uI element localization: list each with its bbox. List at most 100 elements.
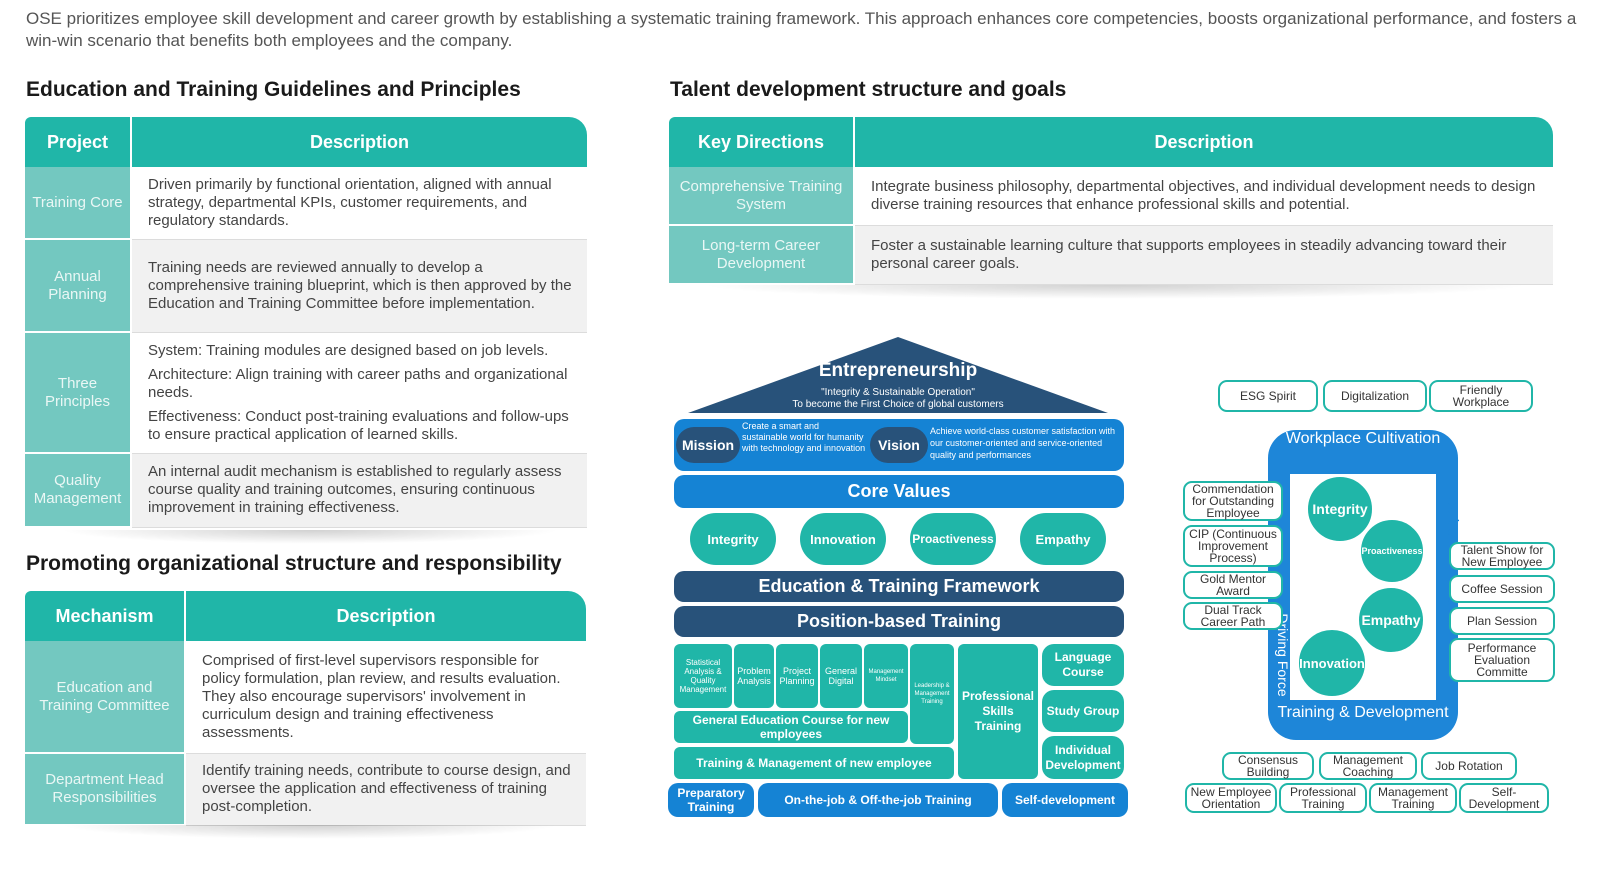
roof-subtitle: To become the First Choice of global cus… — [792, 399, 1004, 410]
right-box: Talent Show for New Employee — [1449, 542, 1555, 570]
table-header: Project — [25, 117, 132, 167]
right-box: Plan Session — [1449, 607, 1555, 635]
vision-label: Vision — [870, 427, 928, 463]
vision-text: Achieve world-class customer satisfactio… — [930, 426, 1116, 460]
left-box: Gold Mentor Award — [1183, 571, 1283, 599]
row-description: An internal audit mechanism is establish… — [131, 453, 587, 528]
module-language: Language Course — [1042, 644, 1124, 686]
value-innovation: Innovation — [800, 513, 886, 565]
training-framework-house: Entrepreneurship "Integrity & Sustainabl… — [668, 335, 1130, 820]
section1-title: Education and Training Guidelines and Pr… — [26, 78, 521, 101]
table-header: Mechanism — [25, 591, 186, 641]
bottom-box: New Employee Orientation — [1185, 783, 1277, 813]
left-box: CIP (Continuous Improvement Process) — [1183, 525, 1283, 567]
table-shadow — [60, 825, 560, 839]
module-project-planning: Project Planning — [776, 644, 818, 708]
module-training-management: Training & Management of new employee — [674, 747, 954, 779]
principle-item: Architecture: Align training with career… — [148, 365, 568, 401]
row-description: Foster a sustainable learning culture th… — [854, 225, 1553, 285]
mission-label: Mission — [676, 427, 740, 463]
module-statistical: Statistical Analysis & Quality Managemen… — [674, 644, 732, 708]
roof-shape — [688, 337, 1108, 413]
ojt-training: On-the-job & Off-the-job Training — [758, 783, 998, 817]
table-shadow — [700, 285, 1530, 299]
preparatory-training: Preparatory Training — [668, 783, 754, 817]
talent-table: Key Directions Description Comprehensive… — [669, 117, 1553, 285]
section2-title: Promoting organizational structure and r… — [26, 552, 562, 575]
workplace-label: Workplace Cultivation — [1268, 430, 1458, 474]
self-development-bar: Self-development — [1002, 783, 1128, 817]
row-label: Quality Management — [25, 453, 132, 528]
table-header: Description — [854, 117, 1553, 167]
module-professional-skills: Professional Skills Training — [958, 644, 1038, 779]
module-general-digital: General Digital — [820, 644, 862, 708]
section3-title: Talent development structure and goals — [670, 78, 1067, 101]
table-header: Description — [131, 117, 587, 167]
workplace-cycle-diagram: ESG Spirit Digitalization Friendly Workp… — [1175, 378, 1555, 818]
module-leadership: Leadership & Management Training — [910, 644, 954, 744]
row-label: Long-term Career Development — [669, 225, 855, 285]
module-individual: Individual Development — [1042, 736, 1124, 779]
row-description: Training needs are reviewed annually to … — [131, 239, 587, 333]
framework-bar: Education & Training Framework — [674, 571, 1124, 602]
module-management-mindset: Management Mindset — [864, 644, 908, 708]
principle-item: Effectiveness: Conduct post-training eva… — [148, 407, 569, 443]
table-row: Training Core Driven primarily by functi… — [25, 167, 587, 240]
row-label: Department Head Responsibilities — [25, 753, 186, 826]
row-label: Training Core — [25, 167, 132, 240]
table-row: Quality Management An internal audit mec… — [25, 453, 587, 528]
cycle-proactiveness: Proactiveness — [1359, 518, 1425, 584]
top-box: Friendly Workplace — [1429, 380, 1533, 412]
module-problem-analysis: Problem Analysis — [734, 644, 774, 708]
table-row: Department Head Responsibilities Identif… — [25, 753, 586, 826]
row-description: Integrate business philosophy, departmen… — [854, 167, 1553, 226]
bottom-box: Management Training — [1369, 783, 1457, 813]
top-box: ESG Spirit — [1218, 380, 1318, 412]
row-label: Comprehensive Training System — [669, 167, 855, 226]
table-row: Comprehensive Training System Integrate … — [669, 167, 1553, 226]
cycle-loop — [1268, 433, 1458, 739]
table-row: Education and Training Committee Compris… — [25, 641, 586, 754]
principle-item: System: Training modules are designed ba… — [148, 341, 549, 359]
intro-paragraph: OSE prioritizes employee skill developme… — [26, 9, 1577, 50]
roof-subtitle: "Integrity & Sustainable Operation" — [821, 387, 975, 398]
left-box: Dual Track Career Path — [1183, 602, 1283, 630]
value-empathy: Empathy — [1020, 513, 1106, 565]
table-row: Annual Planning Training needs are revie… — [25, 239, 587, 333]
row-label: Three Principles — [25, 332, 132, 454]
left-box: Commendation for Outstanding Employee — [1183, 481, 1283, 521]
bottom-box: Professional Training — [1279, 783, 1367, 813]
table-shadow — [60, 530, 560, 544]
table-row: Long-term Career Development Foster a su… — [669, 225, 1553, 285]
mechanism-table: Mechanism Description Education and Trai… — [25, 591, 586, 826]
guidelines-table: Project Description Training Core Driven… — [25, 117, 587, 528]
position-bar: Position-based Training — [674, 606, 1124, 637]
module-general-education: General Education Course for new employe… — [674, 711, 908, 743]
roof-title: Entrepreneurship — [818, 360, 978, 381]
row-label: Annual Planning — [25, 239, 132, 333]
value-proactiveness: Proactiveness — [910, 513, 996, 565]
row-description: System: Training modules are designed ba… — [131, 332, 587, 454]
bottom-box: Self-Development — [1459, 783, 1549, 813]
cycle-empathy: Empathy — [1357, 586, 1425, 654]
bottom-box: Job Rotation — [1421, 752, 1517, 780]
cycle-integrity: Integrity — [1306, 475, 1374, 543]
row-description: Comprised of first-level supervisors res… — [185, 641, 586, 754]
top-box: Digitalization — [1323, 380, 1427, 412]
mission-text: Create a smart and sustainable world for… — [742, 421, 866, 453]
table-row: Three Principles System: Training module… — [25, 332, 587, 454]
row-description: Driven primarily by functional orientati… — [131, 167, 587, 240]
bottom-box: Management Coaching — [1319, 752, 1417, 780]
bottom-box: Consensus Building — [1222, 752, 1314, 780]
right-box: Performance Evaluation Committe — [1449, 638, 1555, 682]
row-label: Education and Training Committee — [25, 641, 186, 754]
value-integrity: Integrity — [690, 513, 776, 565]
training-label: Training & Development — [1268, 700, 1458, 740]
table-header: Description — [185, 591, 586, 641]
core-values-bar: Core Values — [674, 475, 1124, 508]
module-study-group: Study Group — [1042, 690, 1124, 732]
table-header: Key Directions — [669, 117, 855, 167]
row-description: Identify training needs, contribute to c… — [185, 753, 586, 826]
cycle-innovation: Innovation — [1297, 628, 1367, 698]
right-box: Coffee Session — [1449, 575, 1555, 603]
